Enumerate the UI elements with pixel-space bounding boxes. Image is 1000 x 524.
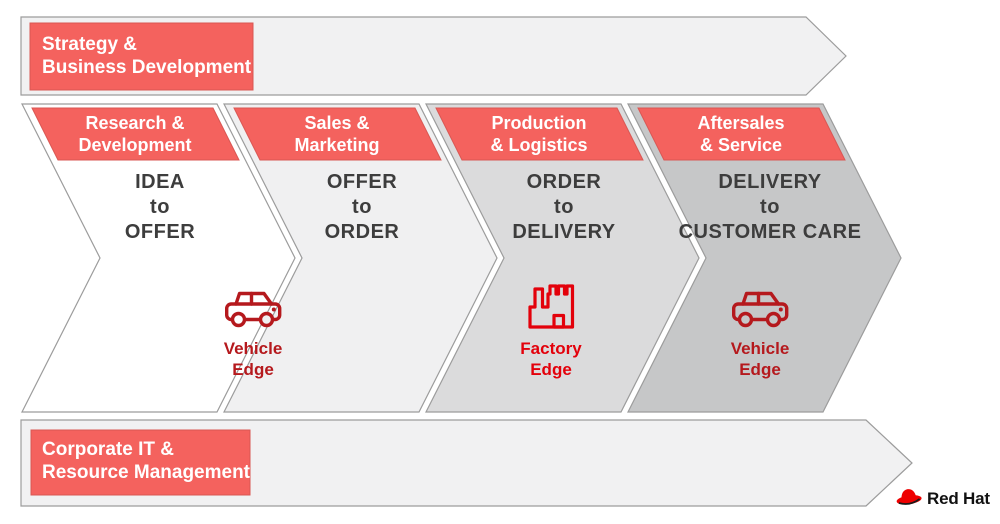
redhat-fedora-icon [896, 489, 922, 505]
car-wheel [230, 311, 247, 328]
chevron-research [21, 103, 296, 413]
header-box-research [31, 107, 240, 161]
car-body [225, 302, 282, 322]
car-taillight-dot [778, 307, 783, 312]
factory-icon [528, 284, 575, 329]
fedora-band [898, 498, 921, 505]
chevron-body-delivery-to-customer: DELIVERY to CUSTOMER CARE [678, 171, 862, 243]
chevron-header-aftersales: Aftersales & Service [697, 113, 785, 155]
car-wheel [258, 311, 275, 328]
chevron-body-order-to-delivery: ORDER to DELIVERY [512, 171, 616, 243]
corporate-banner-label: Corporate IT & Resource Management [42, 439, 251, 483]
chevron-header-production: Production & Logistics [490, 113, 588, 155]
strategy-banner-box [29, 22, 254, 91]
chevron-body-offer-to-order: OFFER to ORDER [324, 171, 400, 243]
corporate-banner-box [30, 429, 251, 496]
factory-edge-label: Factory Edge [520, 339, 582, 379]
chevron-header-sales: Sales & Marketing [294, 113, 380, 155]
header-box-aftersales [637, 107, 846, 161]
chevron-header-research: Research & Development [78, 113, 192, 155]
strategy-banner-label: Strategy & Business Development [42, 34, 252, 78]
car-body [732, 302, 789, 322]
chevron-production [425, 103, 700, 413]
header-box-production [435, 107, 644, 161]
car-wheel [737, 311, 754, 328]
car-icon [732, 291, 789, 328]
chevron-aftersales [627, 103, 902, 413]
car-wheel [765, 311, 782, 328]
factory-outline [528, 284, 575, 329]
car-icon [225, 291, 282, 328]
header-box-sales [233, 107, 442, 161]
vehicle-edge-label: Vehicle Edge [730, 339, 790, 379]
chevron-body-idea-to-offer: IDEA to OFFER [124, 171, 196, 243]
redhat-logo-text: Red Hat [927, 489, 990, 508]
factory-door [552, 313, 566, 329]
car-taillight-dot [271, 307, 276, 312]
chevron-sales [223, 103, 498, 413]
vehicle-edge-label: Vehicle Edge [223, 339, 283, 379]
